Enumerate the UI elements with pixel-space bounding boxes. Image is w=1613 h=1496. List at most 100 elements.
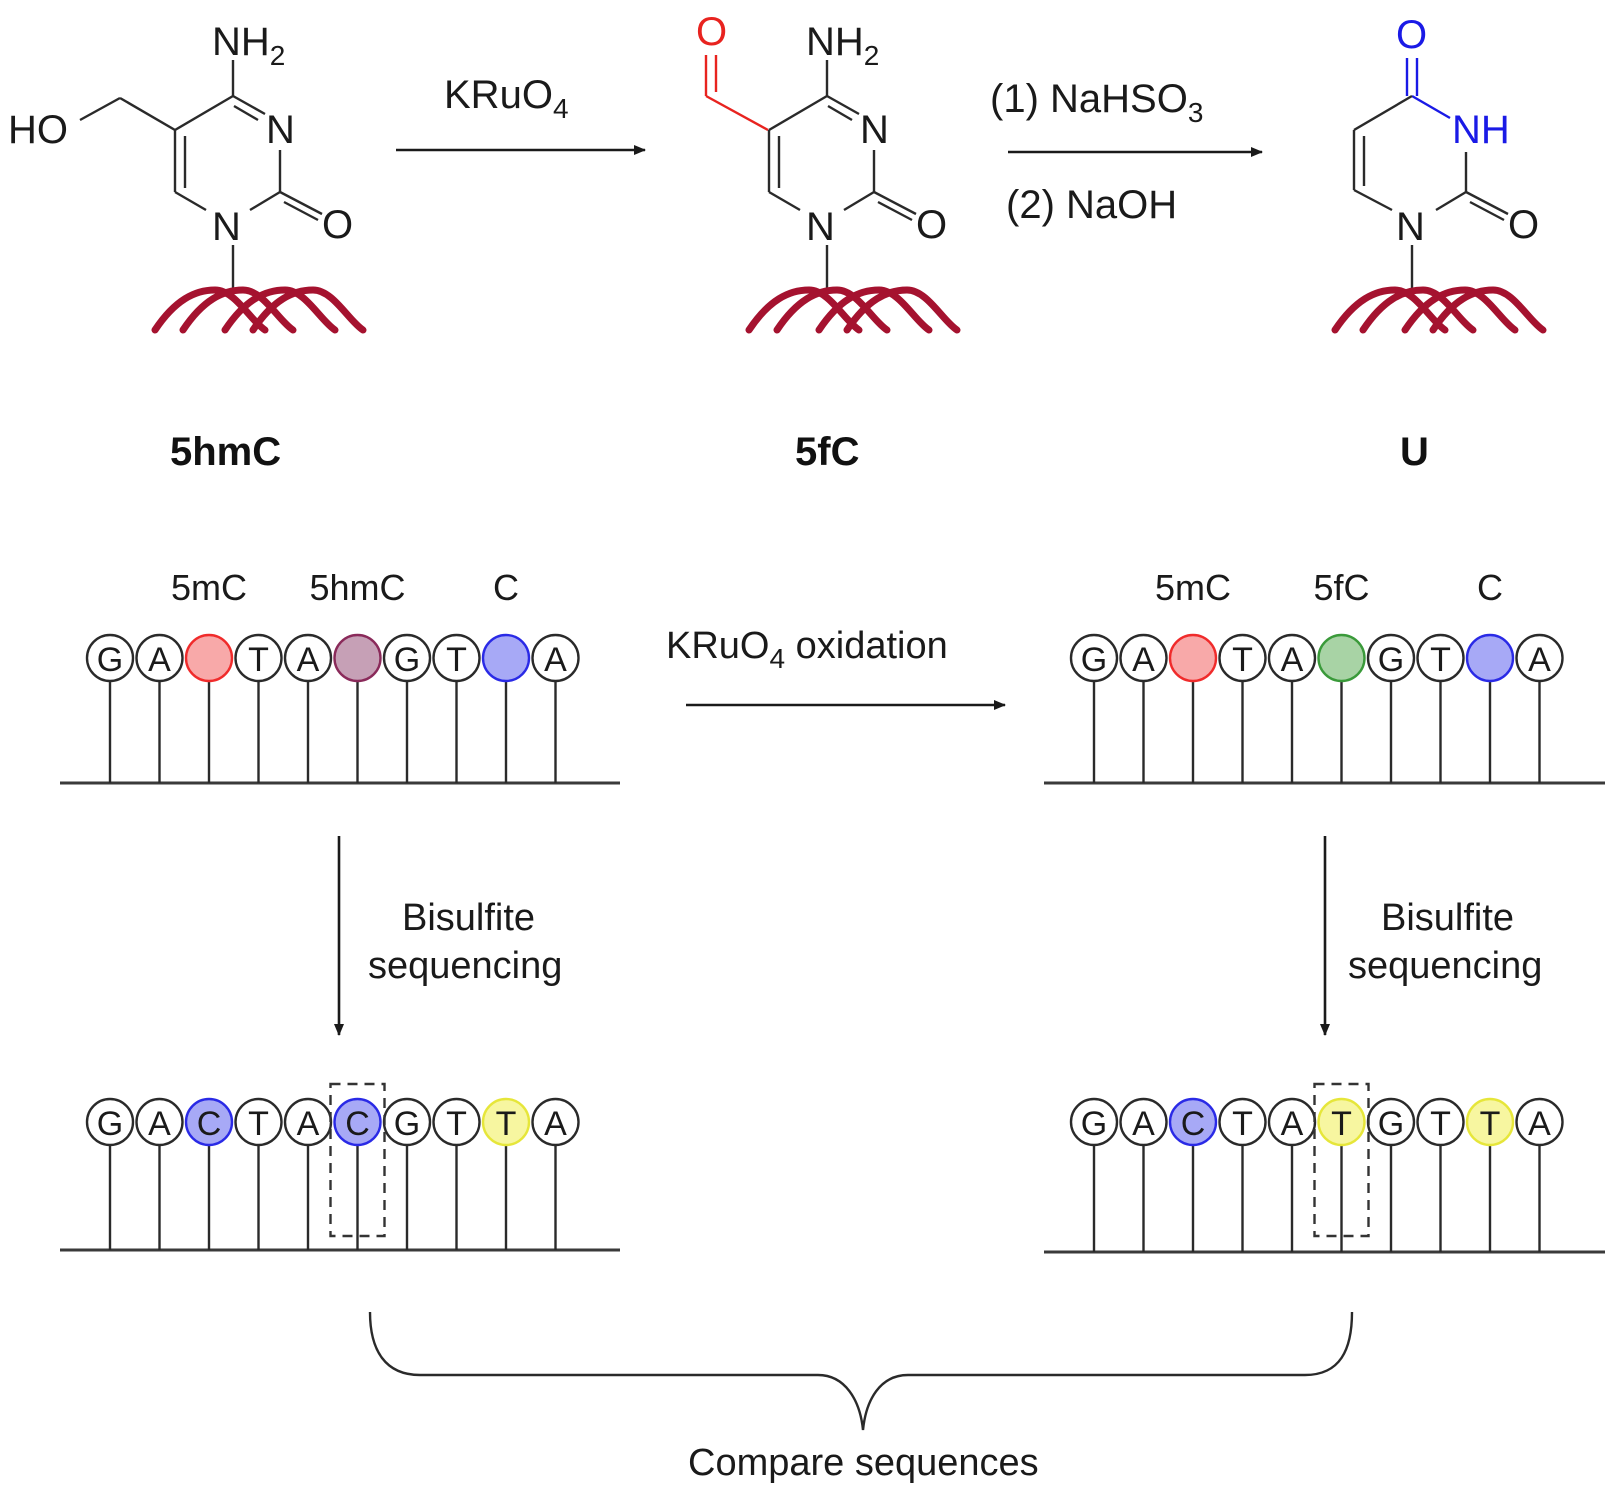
nucleotide: G — [85, 633, 135, 783]
ring-n1-label: N — [1396, 205, 1425, 249]
base-circle — [135, 1097, 184, 1147]
carbonyl-o-label: O — [1508, 203, 1539, 247]
nucleotide: T — [481, 1097, 531, 1250]
dna-helix-icon — [745, 286, 961, 334]
base-letter: T — [1232, 1105, 1253, 1143]
bisulfite-label-line1: Bisulfite — [1381, 897, 1514, 939]
reagent-label: KRuO4 — [444, 73, 569, 124]
base-letter: A — [148, 641, 171, 679]
nucleotide: A — [1119, 1097, 1168, 1252]
base-circle — [382, 633, 432, 683]
base-letter: T — [1480, 1105, 1501, 1143]
nucleotide: T — [1218, 633, 1267, 783]
compound-5fC: O NH2 N N O 5fC — [696, 10, 961, 474]
amine-label: NH2 — [212, 20, 285, 71]
compound-U: O NH N O U — [1331, 13, 1547, 474]
base-circle — [1119, 633, 1168, 683]
compound-name: 5hmC — [170, 430, 281, 474]
nucleotide: G — [382, 633, 432, 783]
base-letter: T — [1232, 641, 1253, 679]
nucleotide — [1168, 633, 1218, 783]
nucleotide: C — [333, 1097, 382, 1250]
keto-o-label: O — [1396, 13, 1427, 57]
bisulfite-arrow-left: Bisulfite sequencing — [334, 836, 562, 1036]
nucleotide: A — [135, 1097, 184, 1250]
base-circle — [1416, 1097, 1465, 1147]
base-letter: T — [248, 641, 269, 679]
base-letter: A — [1281, 1105, 1304, 1143]
imide-nh-label: NH — [1452, 108, 1510, 152]
bisulfite-label-line2: sequencing — [1348, 945, 1542, 987]
base-circle — [1465, 1097, 1515, 1147]
nucleotide — [1317, 633, 1366, 783]
base-letter: A — [1528, 1105, 1551, 1143]
compound-name: U — [1400, 430, 1429, 474]
base-circle — [1317, 1097, 1366, 1147]
base-circle — [1218, 633, 1267, 683]
bisulfite-label-line1: Bisulfite — [402, 897, 535, 939]
nucleotide: A — [1515, 633, 1564, 783]
base-letter: A — [297, 1105, 320, 1143]
base-circle — [1119, 1097, 1168, 1147]
base-letter: G — [1081, 1105, 1107, 1143]
base-circle — [234, 1097, 283, 1147]
base-circle — [432, 633, 481, 683]
compound-5hmC: NH2 HO N N O 5hmC — [8, 20, 367, 474]
base-circle — [1218, 1097, 1267, 1147]
nucleotide: A — [1119, 633, 1168, 783]
nucleotide: T — [432, 1097, 481, 1250]
base-letter: G — [1378, 641, 1404, 679]
base-circle — [1267, 633, 1317, 683]
nucleotide: C — [1168, 1097, 1218, 1252]
base-circle — [333, 633, 382, 683]
ring-n1-label: N — [212, 205, 241, 249]
base-circle — [1515, 1097, 1564, 1147]
base-letter: G — [394, 1105, 420, 1143]
base-circle — [333, 1097, 382, 1147]
base-letter: A — [297, 641, 320, 679]
base-circle — [1069, 1097, 1119, 1147]
dna-helix-icon — [151, 286, 367, 334]
hydroxyl-label: HO — [8, 108, 68, 152]
oxidation-label: KRuO4 oxidation — [666, 625, 948, 674]
base-circle — [432, 1097, 481, 1147]
reaction-arrow-2: (1) NaHSO3 (2) NaOH — [990, 77, 1263, 227]
highlight-box — [329, 1082, 386, 1238]
nucleotide: G — [1366, 633, 1416, 783]
nucleotide: A — [135, 633, 184, 783]
nucleotide — [333, 633, 382, 783]
base-letter: A — [544, 1105, 567, 1143]
nucleotide: A — [1515, 1097, 1564, 1252]
nucleotide: G — [85, 1097, 135, 1250]
nucleotide: G — [1366, 1097, 1416, 1252]
nucleotide — [184, 633, 234, 783]
modification-label: 5fC — [1313, 567, 1369, 608]
base-letter: C — [197, 1105, 222, 1143]
base-circle — [481, 1097, 531, 1147]
base-circle — [135, 633, 184, 683]
base-circle — [1366, 633, 1416, 683]
modification-label: C — [1477, 567, 1503, 608]
base-letter: T — [446, 641, 467, 679]
base-circle — [184, 633, 234, 683]
nucleotide: C — [184, 1097, 234, 1250]
oxidation-arrow: KRuO4 oxidation — [666, 625, 1006, 710]
base-circle — [234, 633, 283, 683]
nucleotide — [1465, 633, 1515, 783]
base-circle — [1168, 1097, 1218, 1147]
modification-label: C — [493, 567, 519, 608]
base-letter: T — [1331, 1105, 1352, 1143]
amine-label: NH2 — [806, 20, 879, 71]
base-letter: A — [544, 641, 567, 679]
bond-lines — [79, 60, 323, 290]
base-circle — [1465, 633, 1515, 683]
nucleotide: G — [1069, 1097, 1119, 1252]
nucleotide: T — [1465, 1097, 1515, 1252]
nucleotide: A — [283, 1097, 333, 1250]
nucleotide: G — [1069, 633, 1119, 783]
highlight-box — [1313, 1082, 1370, 1238]
